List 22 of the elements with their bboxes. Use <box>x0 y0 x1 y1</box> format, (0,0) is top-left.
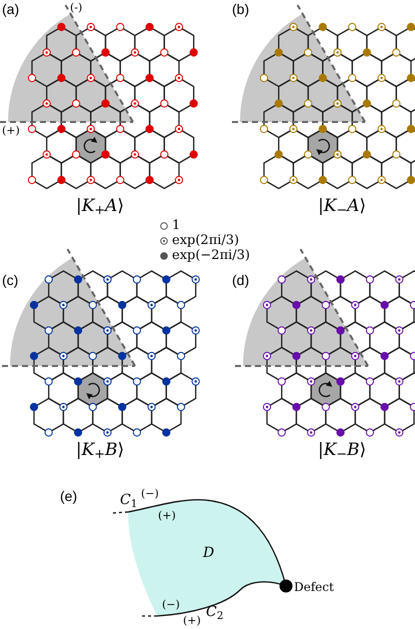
sign-label: (−) <box>141 487 159 501</box>
legend-text: 1 <box>172 216 180 234</box>
state-label: |K$_{+}$B⟩ <box>76 440 124 462</box>
legend-text: exp(−2πi/3) <box>172 247 250 265</box>
panel-letter: (b) <box>232 1 250 18</box>
sign-label: (+) <box>183 614 201 628</box>
region-label: D <box>203 545 214 562</box>
state-label: |K$_{−}$A⟩ <box>318 196 366 218</box>
state-label: |K$_{−}$B⟩ <box>318 440 366 462</box>
panel-letter: (e) <box>60 488 78 506</box>
panel-letter: (a) <box>2 1 20 18</box>
sign-label: (+) <box>158 509 176 523</box>
legend-text: exp(2πi/3) <box>172 232 240 249</box>
sign-label: (-) <box>70 1 82 15</box>
curve-label: C$_{1}$ <box>120 492 138 510</box>
sign-label: (−) <box>162 598 180 612</box>
defect-label: Defect <box>294 580 334 595</box>
sign-label: (+) <box>2 124 20 138</box>
state-label: |K$_{+}$A⟩ <box>76 196 124 218</box>
panel-letter: (c) <box>2 272 18 290</box>
curve-label: C$_{2}$ <box>206 604 224 622</box>
panel-letter: (d) <box>232 272 250 290</box>
